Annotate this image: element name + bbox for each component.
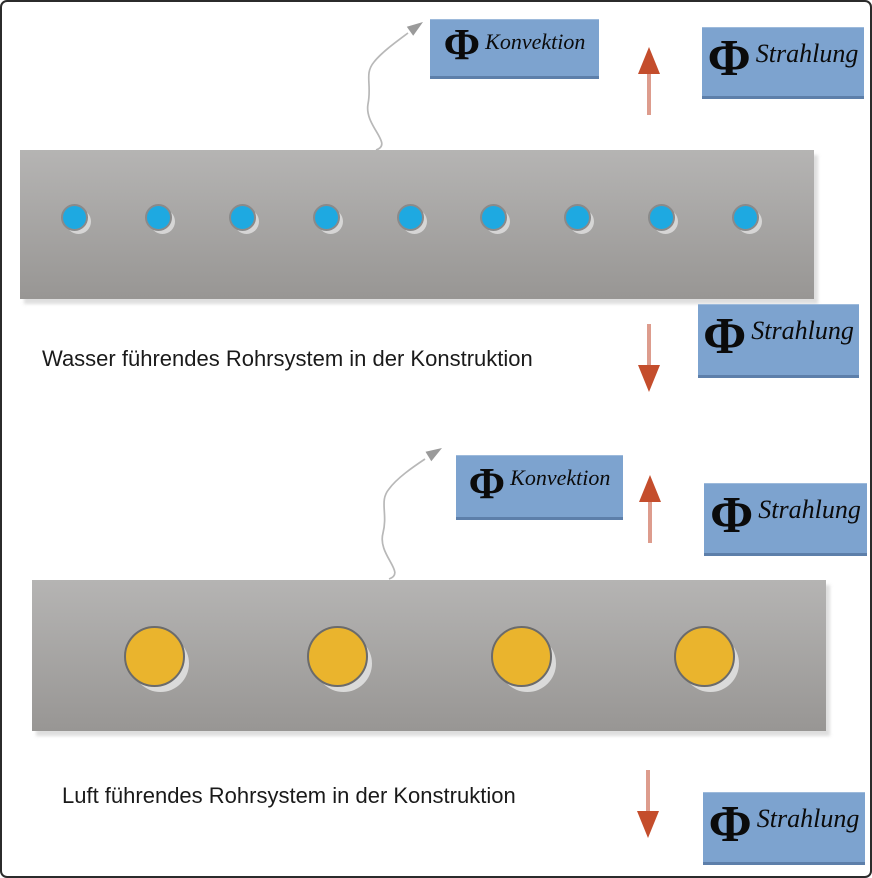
construction-slab-water bbox=[20, 150, 814, 299]
strahlung-label-air-bottom: Φ Strahlung bbox=[703, 792, 865, 865]
phi-symbol: Φ bbox=[708, 795, 752, 853]
strahlung-text: Strahlung bbox=[755, 39, 859, 68]
strahlung-label-air-top: Φ Strahlung bbox=[704, 483, 867, 556]
air-pipe bbox=[124, 626, 185, 687]
arrowhead-up bbox=[639, 475, 661, 502]
water-pipe bbox=[312, 204, 340, 231]
phi-symbol: Φ bbox=[707, 30, 751, 87]
arrowhead-down bbox=[638, 365, 660, 392]
water-pipe bbox=[144, 204, 172, 231]
water-pipe bbox=[228, 204, 256, 231]
arrow-shaft bbox=[647, 74, 651, 115]
air-pipe bbox=[490, 626, 552, 687]
water-pipe bbox=[648, 204, 676, 231]
arrow-shaft bbox=[648, 502, 652, 543]
arrow-shaft bbox=[646, 770, 650, 811]
water-pipe bbox=[480, 204, 508, 231]
caption-air-system: Luft führendes Rohrsystem in der Konstru… bbox=[62, 783, 516, 808]
radiation-down-arrow-water bbox=[638, 324, 660, 392]
air-pipe-row bbox=[124, 626, 735, 687]
convection-curve-arrow-air bbox=[381, 448, 442, 580]
construction-slab-air bbox=[32, 580, 826, 731]
air-pipe bbox=[307, 626, 369, 687]
radiation-up-arrow-water bbox=[638, 47, 660, 115]
water-pipe bbox=[732, 204, 759, 231]
konvektion-label-air: Φ Konvektion bbox=[456, 455, 623, 520]
strahlung-label-water-top: Φ Strahlung bbox=[702, 27, 864, 99]
water-pipe-row bbox=[61, 204, 759, 231]
strahlung-text: Strahlung bbox=[756, 804, 860, 833]
phi-symbol: Φ bbox=[443, 20, 481, 69]
arrowhead-down bbox=[637, 811, 659, 838]
convection-curve-arrow-water bbox=[366, 22, 423, 151]
arrowhead-up bbox=[638, 47, 660, 74]
konvektion-text: Konvektion bbox=[510, 465, 611, 490]
radiation-down-arrow-air bbox=[637, 770, 659, 838]
arrow-shaft bbox=[647, 324, 651, 365]
air-pipe bbox=[673, 626, 735, 687]
water-pipe bbox=[564, 204, 592, 231]
konvektion-text: Konvektion bbox=[485, 29, 586, 54]
phi-symbol: Φ bbox=[468, 458, 506, 508]
phi-symbol: Φ bbox=[703, 308, 747, 365]
strahlung-text: Strahlung bbox=[751, 316, 854, 345]
water-pipe bbox=[61, 204, 88, 231]
radiation-up-arrow-air bbox=[639, 475, 661, 543]
phi-symbol: Φ bbox=[710, 486, 754, 544]
strahlung-text: Strahlung bbox=[758, 495, 861, 524]
caption-water-system: Wasser führendes Rohrsystem in der Konst… bbox=[42, 346, 533, 371]
konvektion-label-water: Φ Konvektion bbox=[430, 19, 599, 79]
water-pipe bbox=[396, 204, 424, 231]
strahlung-label-water-bottom: Φ Strahlung bbox=[698, 304, 859, 378]
